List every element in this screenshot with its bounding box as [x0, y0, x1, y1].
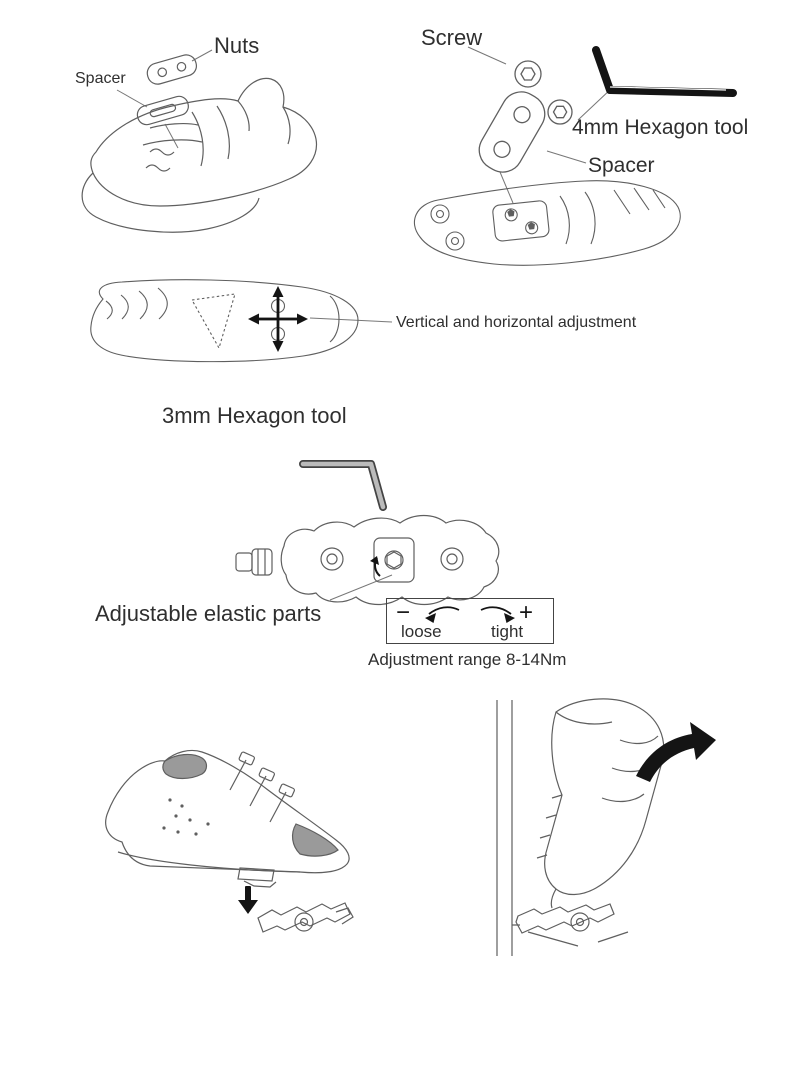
screw-label: Screw	[421, 25, 483, 50]
small-pedal-figure	[257, 902, 354, 933]
vertical-horizontal-adjustment-label: Vertical and horizontal adjustment	[396, 314, 637, 331]
press-down-arrow-icon	[238, 886, 258, 914]
leader-lines	[116, 46, 613, 601]
screw-part-2	[547, 99, 573, 125]
adjustment-range-label: Adjustment range 8-14Nm	[368, 650, 567, 669]
cleat-exploded-figure	[81, 54, 318, 233]
spacer-left-label: Spacer	[75, 70, 126, 87]
shoe-over-pedal-figure	[105, 749, 354, 933]
nuts-label: Nuts	[214, 33, 260, 58]
hex-tool-3mm-icon	[299, 460, 387, 511]
step-in-rotate-arrow-icon	[636, 722, 716, 782]
loose-label: loose	[401, 622, 442, 641]
spacer-part-right	[478, 91, 546, 173]
sole-figure-top-right	[414, 180, 681, 266]
adjustment-cross-arrows-icon	[248, 286, 308, 352]
minus-sign: −	[396, 599, 411, 626]
adjustable-elastic-parts-label: Adjustable elastic parts	[95, 601, 322, 626]
screw-part-1	[514, 60, 542, 88]
sole-adjustment-figure	[90, 279, 359, 363]
hex-tool-4mm-label: 4mm Hexagon tool	[572, 116, 749, 139]
clip-in-figure	[496, 698, 665, 956]
spacer-part-left	[136, 95, 189, 126]
pedal-platform	[512, 903, 629, 947]
hex-tool-3mm-label: 3mm Hexagon tool	[162, 403, 347, 428]
vent-holes	[162, 798, 210, 836]
shoe-upper-illustration	[81, 77, 318, 233]
plus-sign: +	[519, 599, 534, 626]
screw-assembly-figure	[478, 60, 573, 173]
hex-tool-4mm-icon	[592, 46, 737, 97]
spacer-right-label: Spacer	[588, 154, 655, 177]
loose-tight-box	[386, 598, 554, 644]
tight-label: tight	[491, 622, 524, 641]
nuts-part	[146, 54, 198, 85]
loose-tight-arrows-icon	[425, 606, 515, 623]
pedal-figure	[235, 514, 500, 606]
